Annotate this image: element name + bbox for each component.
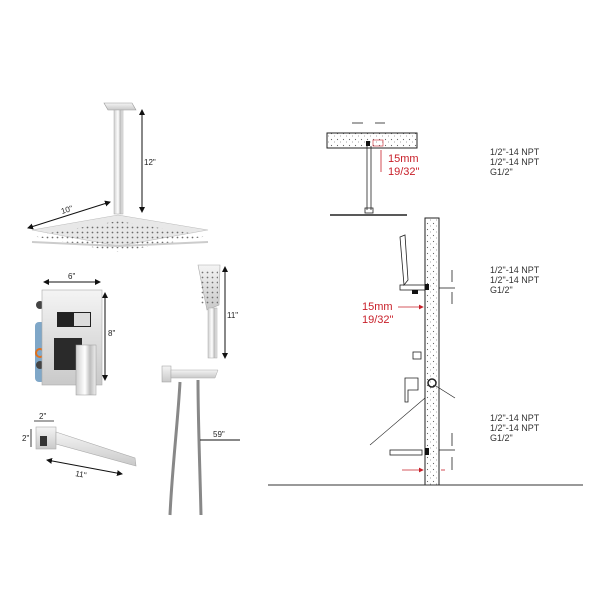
valve-trim: 6" 8"	[35, 272, 115, 396]
hand-shower: 11" 59"	[161, 264, 240, 516]
shower-head-plate	[31, 214, 209, 252]
trim-height-label: 8"	[108, 329, 115, 338]
hand-spec-2: 1/2"-14 NPT	[490, 275, 540, 285]
spout-spec-3: G1/2"	[490, 433, 513, 443]
wall-section	[424, 217, 440, 486]
ceiling-flange	[103, 102, 137, 111]
wall-valve-body	[427, 378, 437, 388]
hand-shower-handle	[207, 307, 218, 359]
installation-diagram: 15mm 19/32" 1/2"-14 NPT 1/2"-14 NPT G1/2…	[268, 122, 583, 486]
spout-width-label: 2"	[39, 412, 46, 421]
spout-leader-line	[369, 397, 426, 446]
spout-length-dimension-line	[46, 457, 123, 477]
ceiling-offset-box	[372, 139, 384, 147]
wall-bracket-plate	[161, 365, 172, 383]
ceiling-offset-mm: 15mm	[388, 153, 419, 165]
head-width-label: 10"	[60, 204, 74, 216]
ceiling-fitting	[366, 141, 370, 146]
wall-outlet-elbow	[412, 351, 422, 360]
ceiling-slab	[326, 132, 418, 149]
spout-spec-2: 1/2"-14 NPT	[490, 423, 540, 433]
lever-handle	[75, 344, 97, 396]
wall-bracket-holder	[170, 369, 219, 379]
spout-flange-shadow	[40, 436, 47, 446]
hose-length-label: 59"	[213, 430, 225, 439]
spout-height-label: 2"	[22, 434, 29, 443]
rain-shower-head: 12" 10"	[27, 102, 209, 252]
hand-spec-3: G1/2"	[490, 285, 513, 295]
spout-length-label: 11"	[75, 469, 88, 480]
valve-leader-line	[435, 385, 456, 399]
wall-spout-fitting	[425, 448, 429, 455]
wall-hand-fitting	[425, 284, 429, 290]
wall-spout-outline	[389, 449, 423, 456]
head-width-dimension-line	[27, 200, 111, 230]
trim-width-label: 6"	[68, 272, 75, 281]
hose-right	[196, 379, 203, 516]
hose-left	[168, 381, 182, 516]
hand-shower-height-label: 11"	[227, 311, 238, 320]
wall-bracket-nut	[412, 290, 418, 294]
hand-shower-nozzles	[201, 270, 218, 304]
spout-body	[55, 431, 137, 467]
ceiling-spec-2: 1/2"-14 NPT	[490, 157, 540, 167]
ceiling-spec-1: 1/2"-14 NPT	[490, 147, 540, 157]
hand-offset-in: 19/32"	[362, 314, 394, 326]
hand-spec-1: 1/2"-14 NPT	[490, 265, 540, 275]
diverter-button-face	[74, 313, 90, 326]
hand-offset-mm: 15mm	[362, 301, 393, 313]
wall-valve-handle-outline	[404, 377, 419, 403]
shower-arm	[113, 109, 124, 215]
ceiling-arm-nut	[364, 207, 374, 214]
tub-spout: 2" 2" 11"	[22, 412, 137, 480]
arm-height-label: 12"	[144, 158, 156, 167]
wall-hand-shower-outline	[399, 234, 409, 287]
ceiling-offset-in: 19/32"	[388, 166, 420, 178]
ceiling-spec-3: G1/2"	[490, 167, 513, 177]
spout-spec-1: 1/2"-14 NPT	[490, 413, 540, 423]
